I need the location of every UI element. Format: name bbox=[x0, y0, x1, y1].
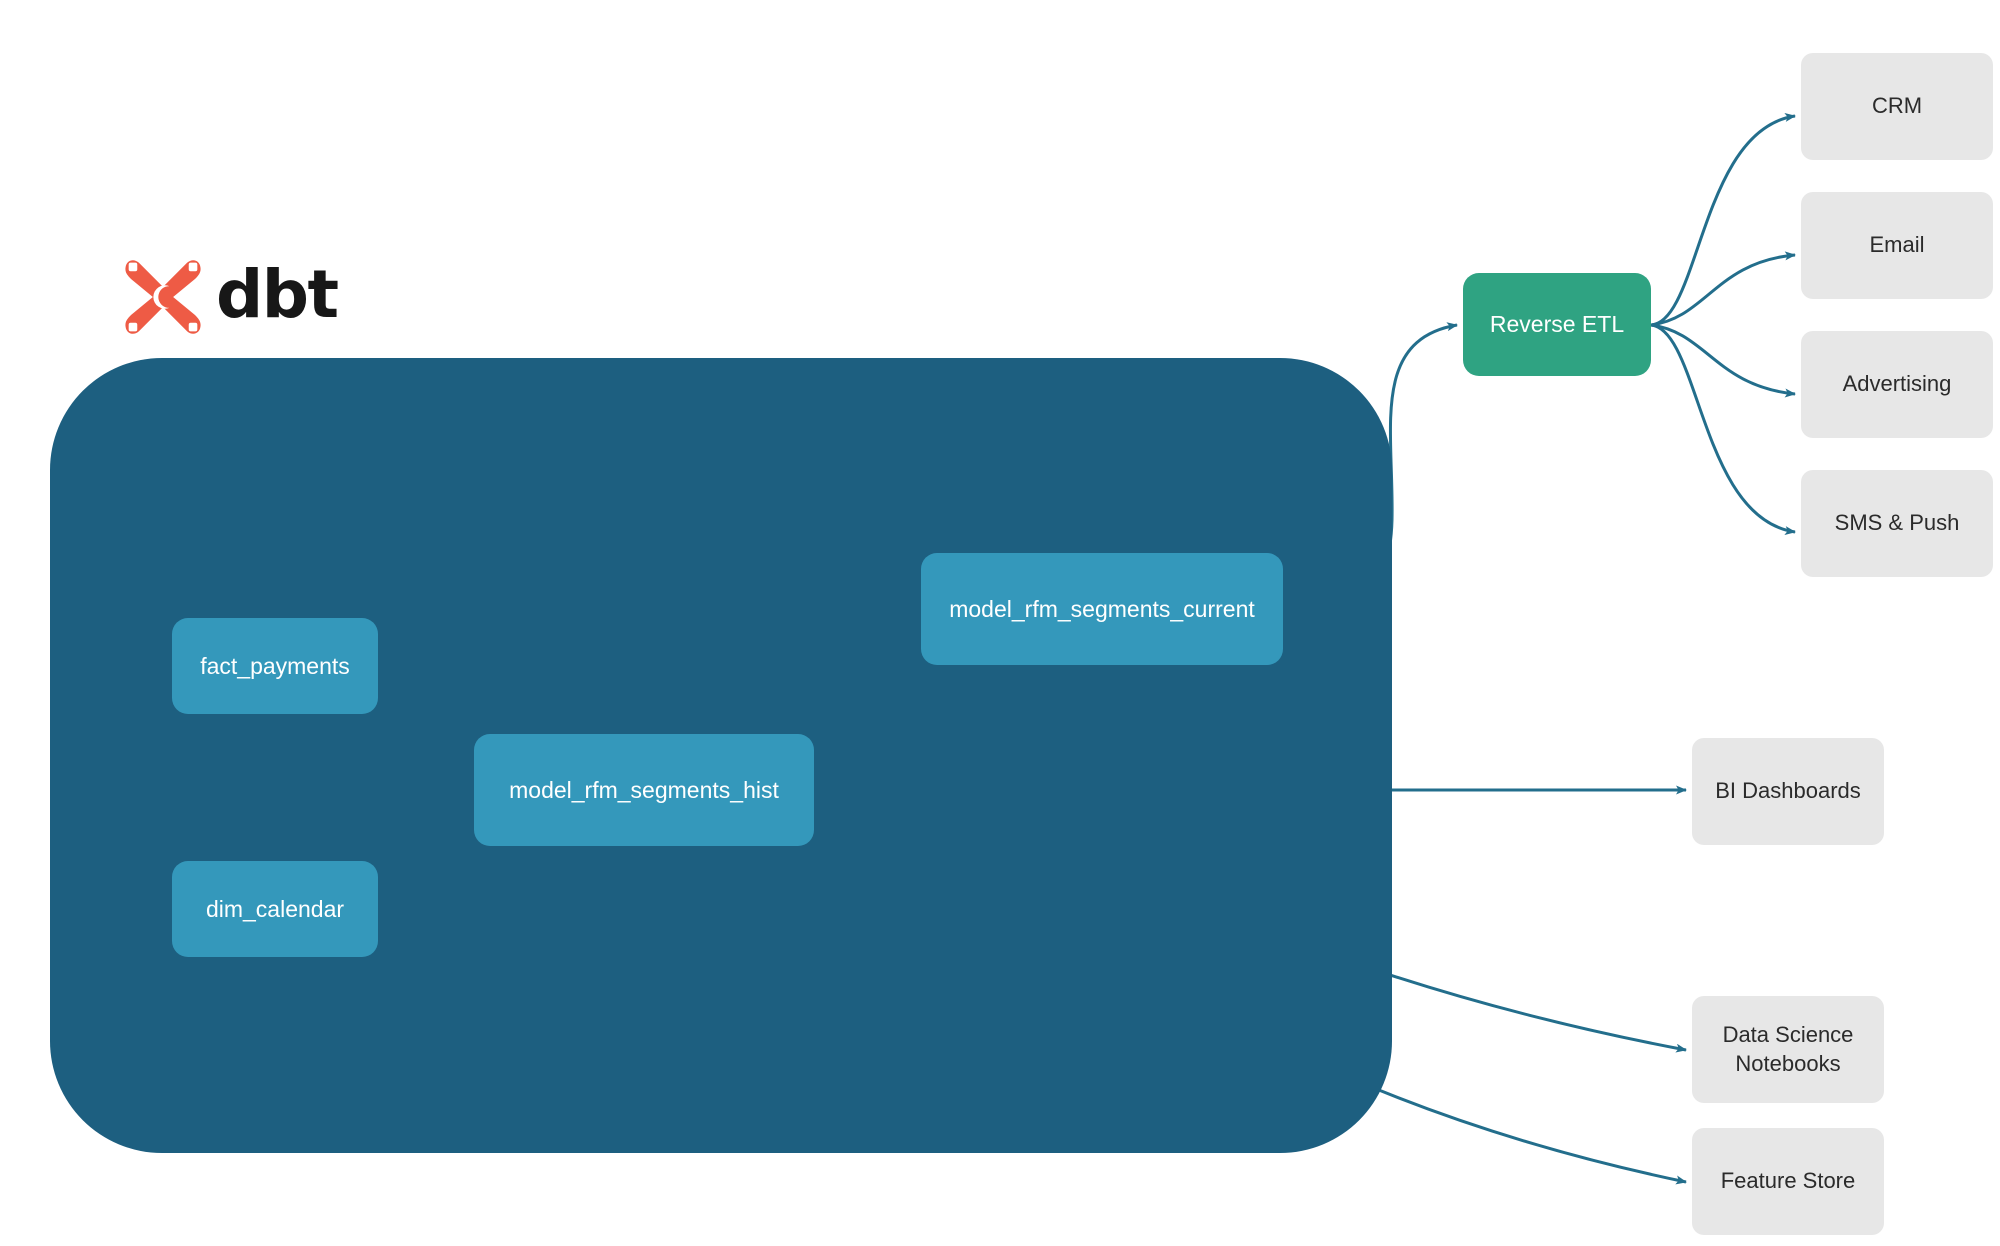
node-model-rfm-segments-current[interactable]: model_rfm_segments_current bbox=[921, 553, 1283, 665]
node-reverse-etl[interactable]: Reverse ETL bbox=[1463, 273, 1651, 376]
edge-reverse-etl-to-crm bbox=[1650, 113, 1796, 327]
node-label: CRM bbox=[1871, 93, 1923, 119]
dbt-logo: dbt bbox=[124, 256, 339, 336]
node-label: model_rfm_segments_current bbox=[949, 595, 1255, 622]
node-label: dim_calendar bbox=[205, 895, 345, 922]
node-label: Feature Store bbox=[1720, 1168, 1856, 1194]
node-crm[interactable]: CRM bbox=[1801, 53, 1993, 160]
node-label: Reverse ETL bbox=[1489, 311, 1625, 337]
node-label: model_rfm_segments_hist bbox=[509, 776, 779, 803]
node-label-wrap: Data Science Notebooks bbox=[1723, 1021, 1854, 1078]
node-label: SMS & Push bbox=[1834, 510, 1960, 536]
node-bi-dashboards[interactable]: BI Dashboards bbox=[1692, 738, 1884, 845]
node-fact-payments[interactable]: fact_payments bbox=[172, 618, 378, 714]
node-feature-store[interactable]: Feature Store bbox=[1692, 1128, 1884, 1235]
node-label: BI Dashboards bbox=[1715, 778, 1861, 804]
dbt-wordmark: dbt bbox=[216, 256, 339, 333]
node-label-line-2: Notebooks bbox=[1735, 1050, 1841, 1076]
edge-reverse-etl-to-sms-push bbox=[1650, 323, 1796, 535]
node-model-rfm-segments-hist[interactable]: model_rfm_segments_hist bbox=[474, 734, 814, 846]
node-label: fact_payments bbox=[200, 652, 350, 679]
edge-reverse-etl-to-email bbox=[1650, 251, 1796, 327]
node-sms-push[interactable]: SMS & Push bbox=[1801, 470, 1993, 577]
node-email[interactable]: Email bbox=[1801, 192, 1993, 299]
node-data-science-notebooks[interactable]: Data Science Notebooks bbox=[1692, 996, 1884, 1103]
node-advertising[interactable]: Advertising bbox=[1801, 331, 1993, 438]
node-dim-calendar[interactable]: dim_calendar bbox=[172, 861, 378, 957]
dbt-logo-icon bbox=[125, 260, 201, 334]
node-label: Advertising bbox=[1842, 371, 1952, 397]
node-label: Email bbox=[1869, 232, 1925, 258]
edge-reverse-etl-to-advertising bbox=[1650, 323, 1796, 398]
node-label-line-1: Data Science bbox=[1722, 1021, 1854, 1047]
